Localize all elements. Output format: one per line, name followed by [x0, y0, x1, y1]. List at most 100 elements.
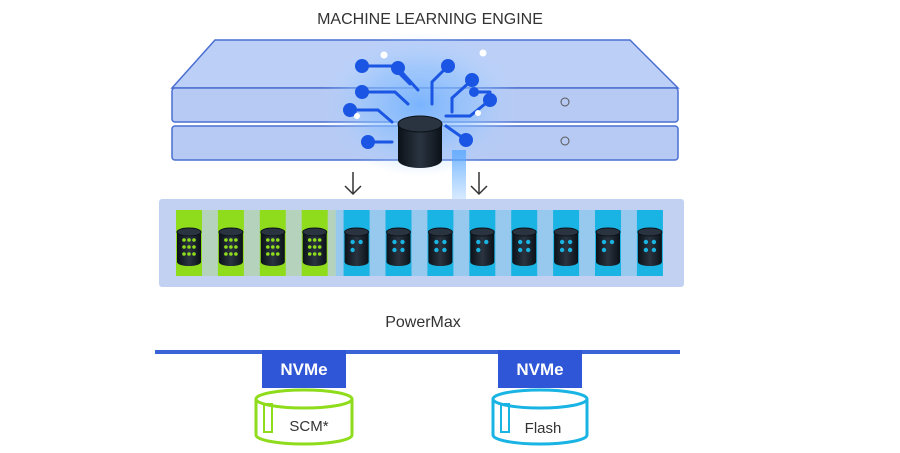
nvme-label: NVMe [280, 360, 327, 379]
drive-activity-dot [266, 245, 270, 249]
sparkle [354, 113, 360, 119]
drive-activity-dot [559, 239, 565, 245]
drive-canister-icon [302, 227, 328, 266]
drive-slot-flash [636, 210, 663, 276]
drive-activity-dot [229, 245, 233, 249]
drive-activity-dot [266, 238, 270, 242]
server-led-upper [560, 97, 570, 107]
drive-activity-dot [187, 245, 191, 249]
drive-canister-icon [637, 227, 663, 266]
nvme-connector [262, 350, 346, 388]
drive-activity-dot [609, 239, 615, 245]
drive-activity-dot [567, 239, 573, 245]
drive-activity-dot [271, 245, 275, 249]
drive-activity-dot [358, 239, 363, 245]
circuit-node [361, 135, 375, 149]
drive-slot-flash [343, 210, 370, 276]
drive-slots [176, 210, 663, 276]
sparkle [380, 51, 388, 59]
drive-canister-icon [595, 227, 621, 266]
drive-slot-flash [553, 210, 580, 276]
drive-canister-icon [260, 227, 286, 266]
drive-activity-dot [234, 238, 238, 242]
drive-activity-dot [651, 239, 657, 245]
drive-activity-dot [182, 238, 186, 242]
drive-slot-scm [259, 210, 286, 276]
drive-activity-dot [601, 239, 607, 245]
drive-canister-icon [218, 227, 244, 266]
drive-activity-dot [317, 252, 322, 256]
drive-activity-dot [350, 247, 355, 253]
drive-activity-dot [224, 238, 228, 242]
drive-activity-dot [442, 239, 447, 245]
media-label-scm: SCM* [289, 418, 328, 435]
drive-activity-dot [192, 245, 196, 249]
drive-activity-dot [307, 245, 312, 249]
drive-activity-dot [518, 247, 523, 253]
drive-activity-dot [400, 247, 405, 253]
drive-activity-dot [476, 247, 481, 253]
circuit-node [391, 61, 405, 75]
drive-activity-dot [187, 252, 191, 256]
drive-activity-dot [276, 238, 280, 242]
drive-activity-dot [266, 252, 270, 256]
drive-slot-flash [385, 210, 412, 276]
circuit-nodes [343, 59, 497, 149]
drive-activity-dot [307, 238, 312, 242]
drive-activity-dot [312, 245, 317, 249]
drive-activity-dot [434, 239, 439, 245]
drive-activity-dot [307, 252, 312, 256]
drive-canister-icon [511, 227, 537, 266]
circuit-node [465, 73, 479, 87]
array-label: PowerMax [385, 314, 461, 331]
sparkles [354, 49, 487, 119]
drive-activity-dot [476, 239, 481, 245]
drive-activity-dot [317, 245, 322, 249]
drive-slot-scm [176, 210, 202, 276]
drive-activity-dot [182, 252, 186, 256]
nvme-connector [498, 350, 582, 388]
drive-slot-flash [469, 210, 496, 276]
drive-activity-dot [392, 239, 397, 245]
drive-activity-dot [234, 252, 238, 256]
drive-activity-dot [518, 239, 523, 245]
drive-activity-dot [229, 252, 233, 256]
drive-activity-dot [434, 247, 439, 253]
drive-slot-flash [427, 210, 454, 276]
circuit-node [469, 87, 479, 97]
drive-activity-dot [317, 238, 322, 242]
drive-canister-icon [469, 227, 495, 266]
drive-activity-dot [526, 239, 531, 245]
drive-activity-dot [312, 238, 317, 242]
drive-canister-icon [386, 227, 411, 266]
drive-canister-icon [344, 227, 370, 266]
circuit-node [343, 103, 357, 117]
drive-activity-dot [312, 252, 317, 256]
drive-activity-dot [567, 247, 573, 253]
drive-activity-dot [442, 247, 447, 253]
drive-activity-dot [400, 239, 405, 245]
drive-canister-icon [553, 227, 579, 266]
circuit-node [459, 133, 473, 147]
drive-activity-dot [224, 245, 228, 249]
down-arrow-left [344, 172, 362, 196]
diagram-title: MACHINE LEARNING ENGINE [317, 11, 543, 28]
drive-activity-dot [350, 239, 355, 245]
sparkle [479, 49, 487, 57]
media-label-flash: Flash [525, 420, 562, 437]
drive-activity-dot [234, 245, 238, 249]
circuit-node [355, 85, 369, 99]
drive-activity-dot [182, 245, 186, 249]
drive-activity-dot [392, 247, 397, 253]
circuit-node [355, 59, 369, 73]
drive-slot-flash [595, 210, 621, 276]
drive-slot-scm [301, 210, 328, 276]
tier-scm: NVMe SCM* [254, 350, 354, 446]
flash-drive-icon [491, 388, 589, 446]
drive-activity-dot [192, 238, 196, 242]
drive-slot-scm [217, 210, 244, 276]
drive-activity-dot [651, 247, 657, 253]
drive-activity-dot [643, 247, 649, 253]
scm-drive-icon [254, 388, 354, 446]
